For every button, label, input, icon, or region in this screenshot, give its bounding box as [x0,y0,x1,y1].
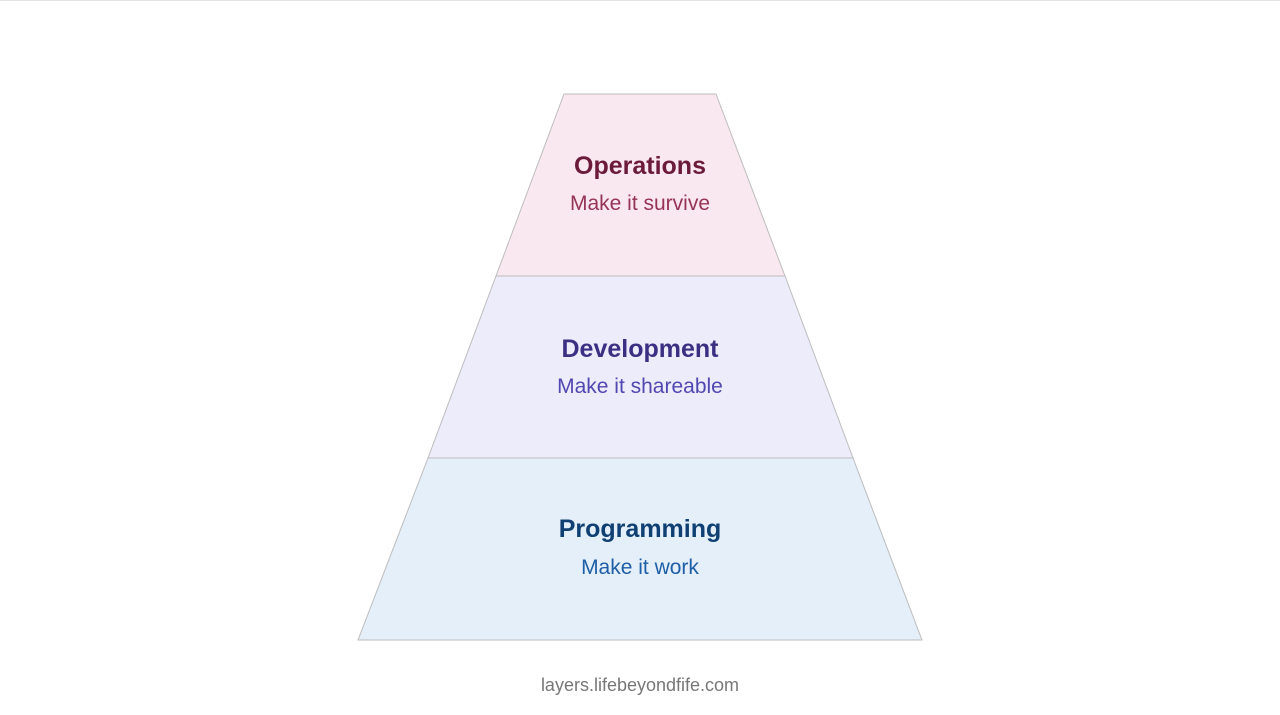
top-border [0,0,1280,1]
layer-development-shape [427,275,854,459]
layer-development-title: Development [561,335,719,363]
layer-programming-title: Programming [558,515,722,543]
layer-programming-shape [357,457,923,641]
layer-operations-title: Operations [574,152,706,180]
footer-url: layers.lifebeyondfife.com [540,675,740,695]
layer-programming-subtitle: Make it work [581,556,699,579]
layer-operations-subtitle: Make it survive [569,192,711,215]
layer-development-subtitle: Make it shareable [557,375,723,398]
layer-operations-shape [495,93,786,277]
